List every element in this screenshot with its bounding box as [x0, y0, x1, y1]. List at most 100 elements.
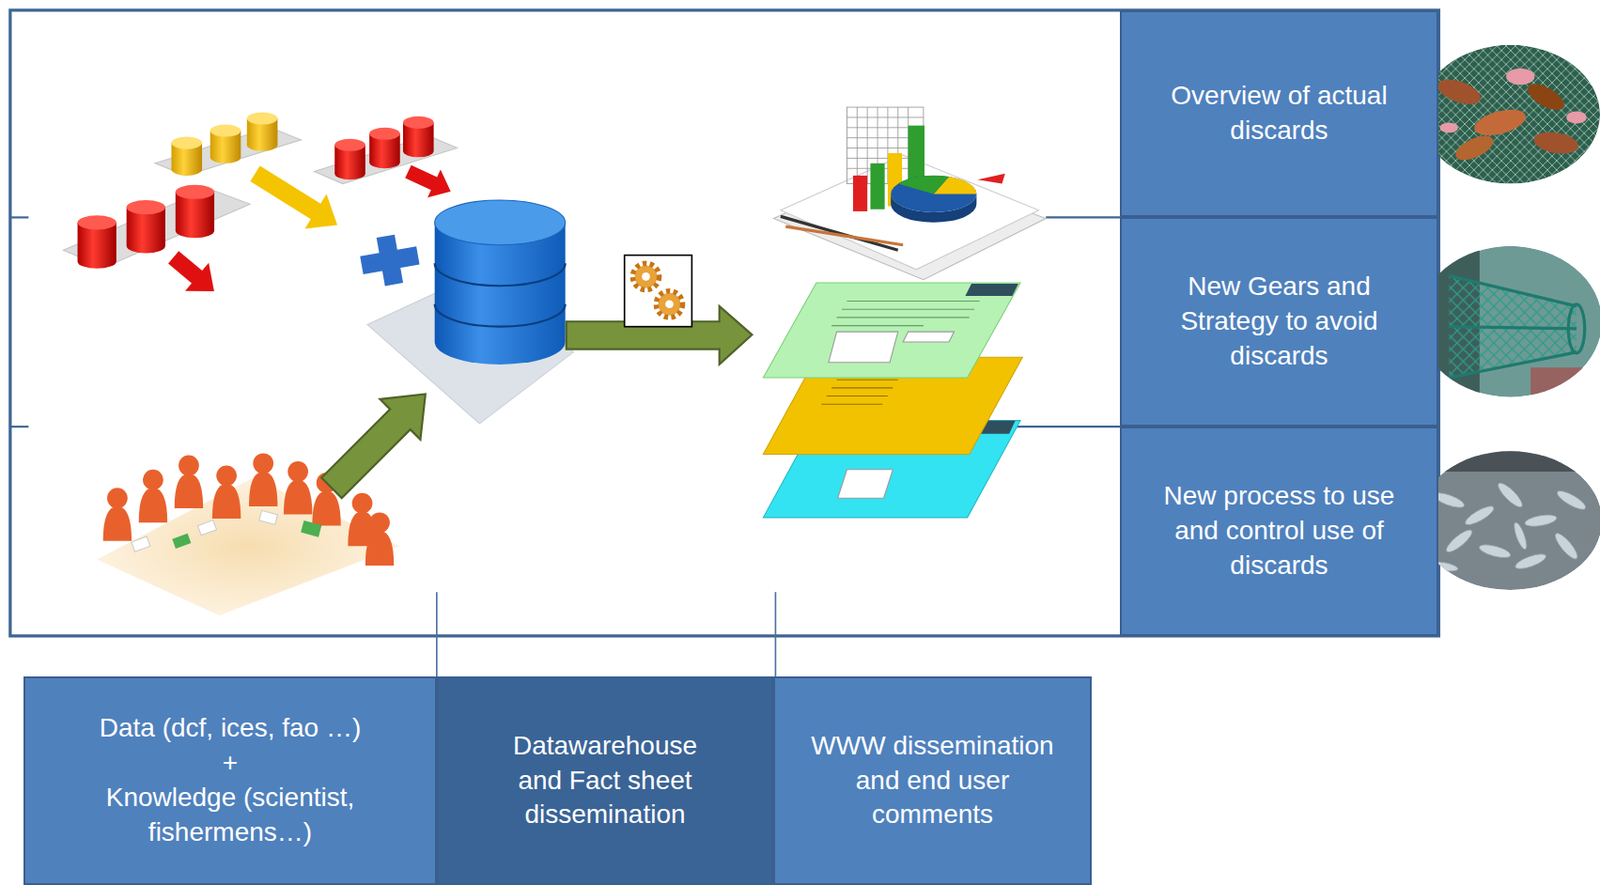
photo-processing-part-part: [1511, 521, 1530, 552]
chart-illustration-part: [853, 175, 868, 212]
chart-illustration-part: [780, 216, 899, 250]
chart-illustration-part: [977, 173, 1005, 185]
data-cylinders-part: [77, 215, 117, 230]
process-box: Overview of actual discards: [1119, 10, 1439, 218]
fact-sheets-part: [831, 301, 979, 327]
process-box: New process to use and control use of di…: [1119, 426, 1439, 637]
photo-discards-part: [1532, 128, 1581, 157]
people-meeting-part-part: [142, 469, 164, 491]
people-meeting-part-part: [311, 491, 341, 527]
photo-processing-part-part: [1552, 529, 1582, 562]
box-text: New process to use and control use of di…: [1145, 479, 1414, 584]
fact-sheets-part-part: [831, 387, 893, 389]
photo-discards-part: [1439, 122, 1459, 133]
chart-illustration-part-part: [867, 107, 869, 184]
fact-sheets-part: [828, 331, 899, 363]
chart-illustration-part: [890, 175, 977, 213]
photo-processing-part-part: [1513, 551, 1548, 573]
fact-sheets-part-part: [837, 379, 899, 381]
leader-line-part: [775, 591, 777, 677]
photo-processing-part: [1418, 450, 1600, 591]
fact-sheets-part-part: [846, 300, 979, 302]
people-meeting-part-part: [252, 452, 274, 474]
people-meeting-part-part: [103, 506, 132, 542]
gears-icon: [624, 255, 693, 327]
fact-sheets-part: [762, 282, 1021, 378]
leader-line-part: [1045, 216, 1120, 218]
box-text: Data (dcf, ices, fao …): [99, 711, 362, 746]
fact-sheets-part-part: [821, 403, 883, 405]
box-text: New Gears and Strategy to avoid discards: [1145, 269, 1414, 374]
photo-processing: [1418, 449, 1600, 591]
fact-sheets-part-part: [826, 395, 888, 397]
photo-processing-part-part: [1477, 542, 1512, 560]
photo-discards-part: [1471, 105, 1529, 141]
fact-sheets-part-part: [841, 309, 975, 311]
people-meeting-part-part: [352, 493, 373, 514]
gears-icon-part: [624, 255, 693, 327]
process-box: WWW dissemination and end user comments: [773, 676, 1092, 885]
database-symbol: [367, 200, 574, 424]
data-cylinders-part: [210, 124, 242, 138]
people-meeting-part-part: [174, 473, 203, 509]
people-meeting-part-part: [212, 483, 241, 519]
data-cylinders-part: [402, 157, 458, 206]
people-meeting-part-part: [369, 512, 390, 533]
process-box: New Gears and Strategy to avoid discards: [1119, 217, 1439, 427]
frame: [10, 10, 1440, 637]
people-meeting-part-part: [283, 480, 312, 515]
photo-discards-part: [1523, 78, 1569, 116]
chart-illustration-part: [898, 175, 949, 195]
chart-illustration: [773, 107, 1046, 280]
photo-discards: [1418, 40, 1600, 194]
flow-arrow: [310, 373, 446, 509]
photo-discards-part: [1566, 110, 1587, 124]
photo-processing-part-part: [1494, 480, 1525, 511]
people-meeting-part-part: [248, 471, 278, 507]
people-meeting-part: [259, 510, 279, 525]
data-cylinders: [155, 112, 348, 243]
process-box: Data (dcf, ices, fao …)+Knowledge (scien…: [23, 676, 437, 885]
photo-processing-part-part: [1443, 527, 1476, 557]
photo-discards-part: [1452, 130, 1498, 165]
leader-line: [436, 591, 777, 677]
data-cylinders-part: [247, 112, 279, 125]
box-text: WWW dissemination and end user comments: [801, 729, 1065, 834]
people-meeting-part-part: [107, 487, 128, 509]
photo-processing-part-part: [1462, 502, 1497, 529]
box-text: Knowledge (scientist, fishermens…): [56, 780, 404, 851]
photo-processing-part-part: [1523, 512, 1558, 529]
database-symbol-part: [434, 200, 566, 246]
data-cylinders-part: [175, 185, 215, 200]
photo-gear-part: [1448, 275, 1577, 378]
data-cylinders: [62, 185, 250, 306]
people-meeting-part-part: [365, 530, 394, 566]
plus-symbol: [357, 231, 422, 290]
chart-illustration-part: [869, 163, 885, 210]
people-meeting-part: [96, 477, 401, 616]
leader-line-part: [10, 216, 30, 218]
fact-sheets-part-part: [837, 316, 970, 318]
plus-symbol-part: [376, 234, 404, 287]
database-symbol-part: [434, 263, 566, 286]
leader-line-part: [435, 591, 438, 677]
photo-gear-part: [1448, 275, 1577, 378]
gears-icon-part: [632, 263, 659, 290]
people-meeting-part-part: [216, 465, 237, 486]
people-meeting-part-part: [178, 455, 200, 477]
people-meeting-part: [131, 536, 151, 552]
process-box: Datawarehouse and Fact sheet disseminati…: [436, 676, 774, 885]
people-meeting-part: [300, 520, 322, 538]
gears-icon-part: [641, 272, 651, 281]
photo-gear: [1418, 245, 1600, 399]
fact-sheets-part: [964, 283, 1018, 296]
fact-sheets: [762, 282, 1023, 518]
box-text: +: [222, 745, 238, 781]
photo-processing-part-part: [1554, 487, 1589, 513]
people-meeting-part-part: [287, 461, 309, 482]
photo-gear-part: [1568, 304, 1585, 354]
people-meeting-part: [171, 533, 191, 549]
leader-line-part: [1005, 425, 1121, 428]
chart-illustration-part: [785, 226, 903, 246]
